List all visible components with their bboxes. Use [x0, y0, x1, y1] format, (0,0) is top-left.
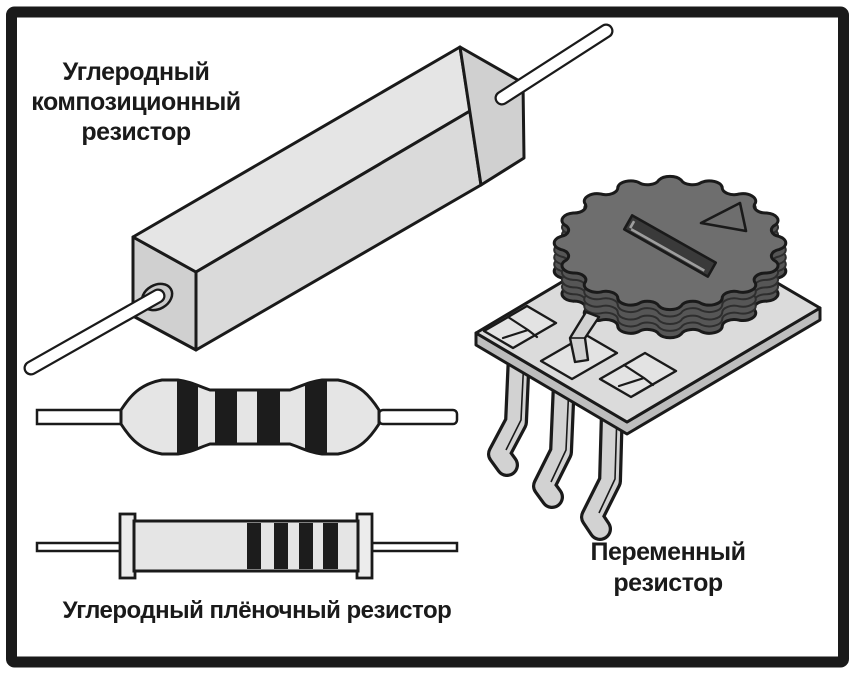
color-band [215, 380, 237, 454]
pad-marking [501, 315, 539, 340]
lead-wire [377, 408, 459, 426]
carbon-composition-resistor-drawing [23, 23, 614, 376]
direction-triangle-marker [699, 201, 748, 233]
labels: Углеродный композиционный резистор Углер… [31, 58, 746, 624]
lead-wire [496, 25, 612, 104]
bar-far-end-face [458, 45, 526, 187]
label-variable-resistor: резистор [613, 569, 723, 597]
pin-leg [535, 372, 573, 506]
color-band [257, 380, 280, 454]
color-band [323, 523, 338, 569]
color-band [274, 523, 288, 569]
resistor-body [132, 519, 360, 573]
lead-wire [35, 408, 124, 426]
axial-bead-resistor-drawing [35, 378, 459, 456]
lead-wire [25, 290, 164, 374]
variable-resistor-drawing [474, 174, 822, 541]
contact-pad [482, 304, 558, 350]
pad-marking [617, 363, 655, 388]
label-carbon-composition: Углеродный [63, 58, 210, 86]
color-band [177, 380, 198, 454]
pin-legs [487, 341, 624, 541]
diagram-border [6, 6, 849, 668]
resistor-body [119, 378, 381, 456]
label-variable-resistor: Переменный [590, 538, 745, 566]
pin-leg [583, 400, 621, 538]
leg-crease [598, 412, 618, 514]
carbon-film-resistor-drawing [35, 512, 459, 580]
lead-wire [370, 541, 459, 553]
lead-wire [35, 541, 123, 553]
color-band [299, 523, 313, 569]
color-band [247, 523, 261, 569]
leg-crease [505, 356, 525, 451]
leg-crease [550, 384, 570, 483]
screwdriver-slot [622, 214, 718, 278]
label-carbon-film: Углеродный плёночный резистор [63, 597, 452, 624]
color-band [305, 380, 327, 454]
pin-leg [490, 344, 528, 474]
label-carbon-composition: резистор [81, 118, 191, 146]
wiper-tab [568, 310, 601, 364]
label-carbon-composition: композиционный [31, 88, 240, 116]
